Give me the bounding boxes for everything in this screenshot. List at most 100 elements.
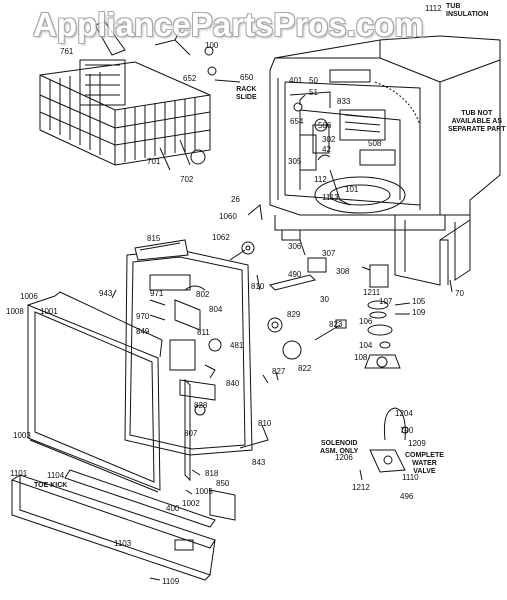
part-label-1062: 1062	[212, 233, 230, 242]
part-label-829: 829	[287, 310, 301, 319]
note-line: TUB	[446, 3, 461, 10]
part-label-802: 802	[196, 290, 210, 299]
part-label-1206: 1206	[335, 453, 353, 462]
part-label-105: 105	[412, 297, 426, 306]
part-label-1110: 1110	[402, 473, 419, 482]
part-label-101: 101	[345, 185, 359, 194]
note-line: SLIDE	[236, 94, 257, 101]
part-label-843: 843	[252, 458, 266, 467]
part-label-109: 109	[412, 308, 426, 317]
outer-door-panel	[27, 291, 163, 493]
part-label-815: 815	[147, 234, 161, 243]
part-label-1101: 1101	[10, 469, 28, 478]
part-label-112: 112	[314, 175, 327, 184]
note-line: SEPARATE PART	[448, 126, 506, 133]
part-label-1001: 1001	[40, 307, 58, 316]
part-label-823: 823	[329, 320, 343, 329]
misc-parts	[111, 204, 453, 495]
part-label-822: 822	[298, 364, 312, 373]
note-line: WATER	[412, 460, 437, 467]
part-label-1003: 1003	[13, 431, 31, 440]
part-label-481: 481	[230, 341, 244, 350]
door-inner-panel	[124, 239, 253, 456]
note-rack-slide: RACK SLIDE	[236, 86, 257, 102]
part-label-828: 828	[194, 401, 208, 410]
part-label-107: 107	[379, 297, 393, 306]
part-label-1112: 1112	[425, 4, 442, 13]
part-label-308: 308	[336, 267, 350, 276]
note-toe-kick: TOE KICK	[34, 482, 68, 489]
toe-kick-screw	[149, 577, 161, 581]
part-label-106: 106	[359, 317, 373, 326]
part-label-1104: 1104	[47, 471, 65, 480]
part-label-100: 100	[205, 41, 219, 50]
part-label-1209: 1209	[408, 439, 426, 448]
note-tub-insulation: TUB INSULATION	[446, 3, 488, 19]
rack-stop	[204, 46, 214, 56]
part-label-1002: 1002	[182, 499, 200, 508]
part-label-70: 70	[455, 289, 464, 298]
part-label-305: 305	[288, 157, 302, 166]
note-tub-not-available: TUB NOT AVAILABLE AS SEPARATE PART	[448, 110, 506, 134]
tub-assembly	[269, 35, 501, 286]
note-line: ASM. ONLY	[320, 448, 359, 455]
part-label-400: 400	[166, 504, 180, 513]
part-label-508: 508	[368, 139, 382, 148]
note-line: AVAILABLE AS	[451, 118, 502, 125]
part-label-1204: 1204	[395, 409, 413, 418]
part-label-1103: 1103	[114, 539, 132, 548]
part-label-1005: 1005	[195, 487, 213, 496]
note-solenoid: SOLENOID ASM. ONLY	[320, 440, 358, 456]
note-line: VALVE	[413, 468, 436, 475]
part-label-810b: 810	[258, 419, 272, 428]
part-label-104: 104	[359, 341, 373, 350]
part-label-302: 302	[322, 135, 336, 144]
part-label-108: 108	[354, 353, 368, 362]
part-label-761: 761	[60, 47, 74, 56]
note-line: COMPLETE	[405, 452, 444, 459]
note-line: INSULATION	[446, 11, 489, 18]
part-label-1008: 1008	[6, 307, 24, 316]
part-label-810a: 810	[251, 282, 265, 291]
part-label-654: 654	[290, 117, 304, 126]
part-label-1113: 1113	[322, 193, 339, 202]
part-label-401: 401	[289, 76, 303, 85]
part-label-30: 30	[320, 295, 329, 304]
part-label-833: 833	[337, 97, 351, 106]
part-label-943: 943	[99, 289, 113, 298]
note-line: SOLENOID	[320, 440, 358, 447]
part-label-971: 971	[150, 289, 164, 298]
part-label-1006: 1006	[20, 292, 38, 301]
part-label-42: 42	[322, 145, 331, 154]
note-line: TUB NOT	[461, 110, 493, 117]
part-label-840: 840	[226, 379, 240, 388]
part-label-650: 650	[240, 73, 254, 82]
part-label-1211: 1211	[363, 288, 381, 297]
part-label-818: 818	[205, 469, 219, 478]
part-label-1109: 1109	[162, 577, 180, 586]
part-label-701: 701	[147, 157, 161, 166]
rack-roller	[207, 66, 217, 76]
upper-rack	[39, 21, 211, 171]
part-label-1212: 1212	[352, 483, 370, 492]
part-label-804: 804	[209, 305, 223, 314]
part-label-849: 849	[136, 327, 150, 336]
part-label-306: 306	[288, 242, 302, 251]
part-label-811: 811	[197, 328, 210, 337]
toe-kick-panel	[10, 469, 216, 581]
door-side-strip	[184, 378, 191, 482]
part-label-506: 506	[318, 121, 332, 130]
part-label-850: 850	[216, 479, 230, 488]
part-label-50: 50	[309, 76, 318, 85]
part-label-652: 652	[183, 74, 197, 83]
rack-wheel	[190, 149, 206, 165]
watermark: AppliancePartsPros.com	[33, 6, 424, 43]
part-label-496: 496	[400, 492, 414, 501]
part-label-827: 827	[272, 367, 286, 376]
part-label-970: 970	[136, 312, 150, 321]
part-label-26: 26	[231, 195, 240, 204]
part-label-702: 702	[180, 175, 194, 184]
rack-slide-leader	[214, 79, 241, 83]
